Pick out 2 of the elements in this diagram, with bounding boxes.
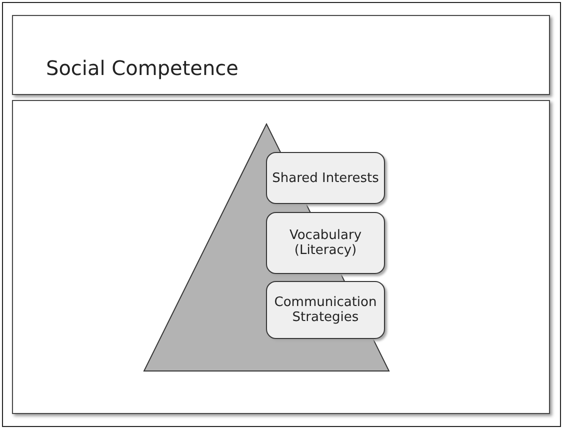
slide-title: Social Competence (46, 56, 238, 80)
process-box: Shared Interests (266, 152, 385, 204)
